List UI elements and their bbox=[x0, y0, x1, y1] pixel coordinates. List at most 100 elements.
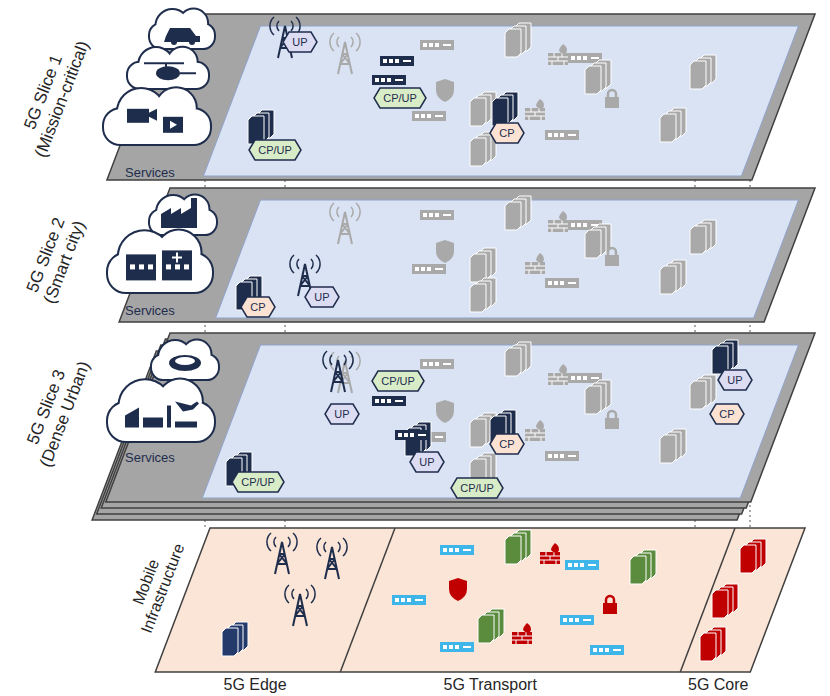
factory-glyph bbox=[161, 198, 197, 228]
router-port bbox=[443, 44, 451, 46]
firewall-bricks bbox=[548, 373, 568, 385]
router-body bbox=[545, 278, 579, 288]
function-label: UP bbox=[717, 369, 753, 391]
slice-ground bbox=[119, 188, 815, 322]
window-glyph bbox=[175, 264, 180, 269]
tower-waves bbox=[323, 351, 353, 369]
tower-icon bbox=[330, 33, 360, 74]
hexagon-shape bbox=[451, 478, 503, 498]
vehicle-glyph bbox=[156, 66, 180, 80]
router-body bbox=[545, 451, 579, 461]
server-icon bbox=[248, 110, 274, 144]
router-body bbox=[565, 560, 599, 570]
server-box bbox=[700, 633, 716, 661]
services-label: Services bbox=[125, 303, 175, 318]
router-port bbox=[435, 268, 443, 270]
router-port bbox=[583, 56, 587, 60]
infrastructure-ground bbox=[155, 528, 805, 672]
hexagon-shape bbox=[232, 472, 284, 492]
camera-glyph bbox=[149, 109, 157, 121]
window-glyph bbox=[148, 264, 153, 269]
router-port bbox=[395, 400, 403, 402]
router-port bbox=[375, 78, 379, 82]
server-icon bbox=[492, 92, 518, 126]
router-port bbox=[435, 362, 439, 366]
router-port bbox=[554, 133, 558, 137]
server-box bbox=[505, 29, 521, 57]
building-glyph bbox=[126, 254, 156, 280]
router-port bbox=[548, 281, 552, 285]
shield-icon bbox=[436, 400, 454, 423]
tower-mast bbox=[338, 212, 352, 244]
window-glyph bbox=[139, 264, 144, 269]
hexagon-shape bbox=[490, 123, 524, 143]
router-body bbox=[420, 359, 454, 369]
service-cloud bbox=[128, 48, 208, 88]
tower-icon bbox=[267, 533, 297, 574]
router-icon bbox=[412, 111, 446, 121]
router-port bbox=[568, 134, 576, 136]
firewall-bricks bbox=[525, 108, 545, 120]
router-body bbox=[545, 130, 579, 140]
vehicle-glyph bbox=[164, 28, 200, 42]
function-label: UP bbox=[409, 451, 445, 473]
function-label: CP/UP bbox=[371, 370, 425, 392]
hexagon-shape bbox=[241, 297, 275, 317]
router-port bbox=[577, 56, 581, 60]
cloud-part bbox=[158, 380, 202, 424]
server-box bbox=[690, 61, 706, 89]
slice-label: 5G Slice 3 (Dense Urban) bbox=[14, 345, 95, 476]
screen-glyph bbox=[170, 121, 177, 129]
server-icon bbox=[505, 196, 531, 230]
router-body bbox=[412, 111, 446, 121]
router-port bbox=[415, 267, 419, 271]
router-icon bbox=[545, 278, 579, 288]
server-box bbox=[505, 348, 521, 376]
hexagon-function: CP bbox=[240, 296, 276, 318]
router-icon bbox=[372, 396, 406, 406]
router-port bbox=[395, 79, 403, 81]
hexagon-function: CP/UP bbox=[450, 477, 504, 499]
server-box bbox=[660, 114, 676, 142]
function-label: CP/UP bbox=[450, 477, 504, 499]
firewall-icon bbox=[540, 543, 560, 564]
router-icon bbox=[440, 642, 474, 652]
hexagon-shape bbox=[718, 370, 752, 390]
router-port bbox=[435, 115, 443, 117]
server-box bbox=[712, 590, 728, 618]
region-divider bbox=[680, 528, 735, 672]
router-port bbox=[435, 436, 443, 438]
hexagon-function: CP/UP bbox=[248, 139, 302, 161]
hexagon-function: CP bbox=[489, 122, 525, 144]
server-icon bbox=[630, 550, 656, 584]
router-port bbox=[591, 57, 599, 59]
router-icon bbox=[545, 130, 579, 140]
router-port bbox=[605, 648, 609, 652]
shield-icon bbox=[449, 578, 467, 601]
firewall-flame bbox=[559, 211, 567, 221]
function-label: UP bbox=[304, 286, 340, 308]
function-label: CP bbox=[240, 296, 276, 318]
shield-shape bbox=[436, 79, 454, 102]
region-label: 5G Transport bbox=[444, 676, 537, 694]
tower-mast bbox=[275, 542, 289, 574]
router-body bbox=[395, 430, 429, 440]
lock-shackle bbox=[608, 90, 616, 97]
firewall-flame bbox=[559, 364, 567, 374]
router-port bbox=[421, 267, 425, 271]
server-box bbox=[585, 386, 601, 414]
hexagon-function: CP bbox=[709, 403, 745, 425]
router-port bbox=[429, 43, 433, 47]
lock-icon bbox=[605, 248, 619, 266]
service-cloud bbox=[150, 10, 214, 48]
router-port bbox=[407, 598, 411, 602]
router-port bbox=[548, 133, 552, 137]
hexagon-shape bbox=[710, 404, 744, 424]
firewall-bricks bbox=[512, 632, 532, 644]
router-icon bbox=[420, 359, 454, 369]
tower-icon bbox=[317, 538, 347, 579]
cloud-part bbox=[158, 380, 202, 424]
tower-mast bbox=[293, 594, 307, 626]
hexagon-function: UP bbox=[717, 369, 753, 391]
